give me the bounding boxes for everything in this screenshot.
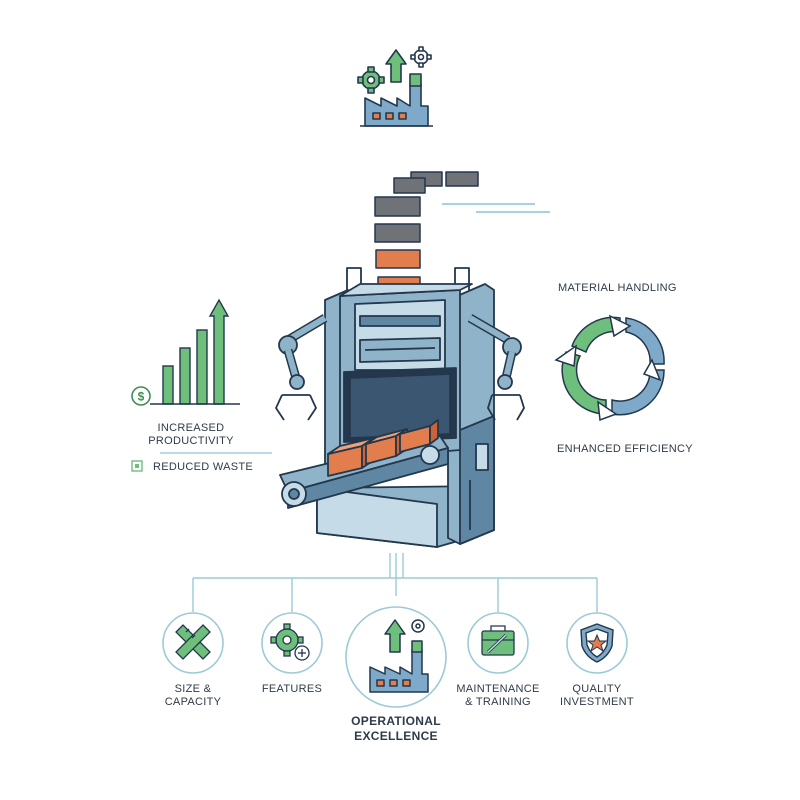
grey-block	[374, 196, 421, 217]
ruler-cross-icon	[175, 624, 211, 660]
industrial-press-machine	[275, 267, 525, 548]
gear-plus-icon	[270, 623, 310, 661]
quality-line-1: QUALITY	[572, 683, 622, 695]
svg-text:$: $	[138, 390, 145, 404]
quality-investment-label: QUALITY INVESTMENT	[547, 683, 647, 709]
falling-blocks	[374, 171, 479, 299]
factory-growth-icon	[369, 619, 429, 693]
operational-excellence-line-2: EXCELLENCE	[354, 729, 438, 743]
waste-checkbox-icon	[131, 460, 143, 472]
growth-bar-chart-icon	[150, 298, 240, 405]
orange-block	[375, 249, 421, 269]
operational-excellence-line-1: OPERATIONAL	[351, 714, 441, 728]
productivity-line-2: PRODUCTIVITY	[148, 435, 234, 447]
grey-block	[374, 223, 421, 243]
maintenance-training-label: MAINTENANCE & TRAINING	[443, 683, 553, 709]
efficiency-cycle-icon	[554, 314, 665, 422]
quality-icon-circle	[566, 612, 628, 674]
left-robot-arm	[275, 314, 328, 421]
size-capacity-line-2: CAPACITY	[164, 696, 222, 708]
toolbox-icon	[481, 625, 515, 656]
features-label: FEATURES	[242, 683, 342, 696]
right-robot-arm	[467, 314, 525, 421]
material-handling-label: MATERIAL HANDLING	[558, 282, 677, 294]
grey-block	[445, 171, 479, 187]
size-capacity-icon-circle	[162, 612, 224, 674]
features-icon-circle	[261, 612, 323, 674]
increased-productivity-label: INCREASED PRODUCTIVITY	[136, 422, 246, 448]
operational-excellence-icon-circle	[345, 606, 447, 708]
size-capacity-line-1: SIZE &	[174, 683, 212, 695]
grey-block	[393, 177, 426, 194]
speed-lines	[442, 203, 550, 213]
top-gear-left-icon	[357, 66, 385, 94]
productivity-line-1: INCREASED	[157, 422, 225, 434]
maintenance-line-1: MAINTENANCE	[456, 683, 540, 695]
top-growth-arrow-icon	[385, 49, 407, 83]
operational-excellence-label: OPERATIONAL EXCELLENCE	[331, 714, 461, 744]
dollar-coin-icon: $	[131, 386, 151, 406]
maintenance-icon-circle	[467, 612, 529, 674]
reduced-waste-label: REDUCED WASTE	[153, 461, 254, 473]
shield-star-icon	[580, 623, 614, 663]
size-capacity-label: SIZE & CAPACITY	[143, 683, 243, 709]
enhanced-efficiency-label: ENHANCED EFFICIENCY	[557, 443, 693, 455]
conveyor-blocks	[327, 419, 439, 477]
quality-line-2: INVESTMENT	[560, 696, 634, 708]
top-factory-icon	[357, 46, 433, 127]
maintenance-line-2: & TRAINING	[465, 696, 531, 708]
top-gear-right-icon	[410, 46, 432, 68]
connector-lines	[192, 553, 598, 612]
features-line-1: FEATURES	[261, 683, 323, 695]
